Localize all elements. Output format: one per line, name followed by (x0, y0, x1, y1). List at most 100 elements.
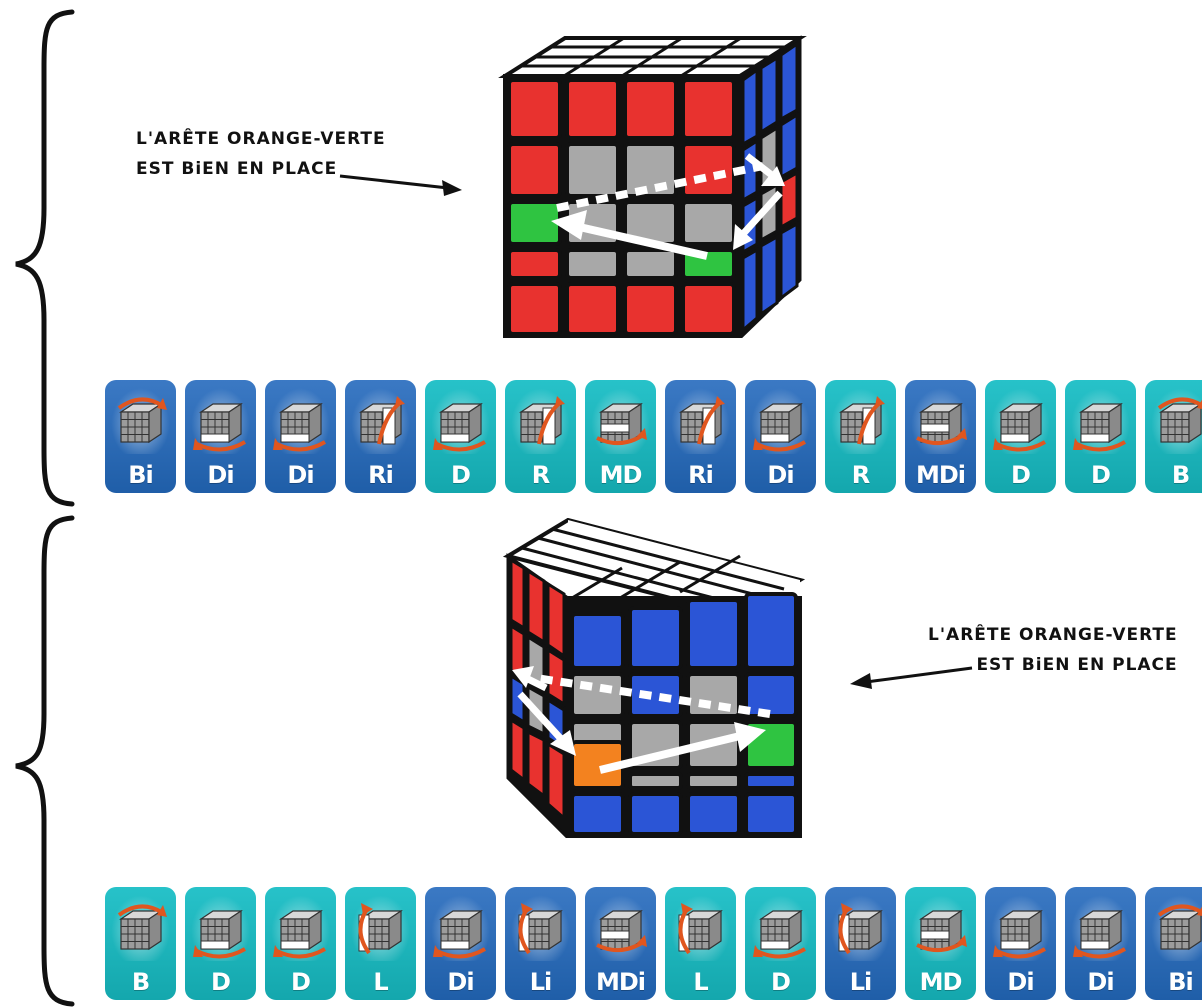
left-turn-icon (678, 903, 723, 955)
move-label: Di (207, 461, 234, 489)
bottom-turn-icon (433, 909, 487, 959)
move-label: MD (919, 968, 963, 996)
bottom-turn-icon (433, 402, 487, 452)
step1-move-card-4: Ri (345, 380, 416, 493)
step2-note-line1: L'ARÊTE ORANGE-VERTE (928, 625, 1178, 645)
top-turn-icon (1157, 904, 1202, 951)
step2-move-card-3: D (265, 887, 336, 1000)
middle-turn-icon (916, 909, 967, 953)
step1-note-line1: L'ARÊTE ORANGE-VERTE (136, 129, 386, 149)
right-turn-icon (359, 396, 405, 445)
right-turn-icon (679, 396, 725, 445)
step1-move-card-6: R (505, 380, 576, 493)
step1-front-face (503, 74, 742, 338)
bottom-turn-icon (193, 909, 247, 959)
step2-cube (502, 518, 806, 838)
move-label: Li (529, 968, 553, 996)
bottom-turn-icon (753, 402, 807, 452)
move-label: MD (599, 461, 643, 489)
move-label: Bi (1168, 968, 1194, 996)
step1-move-card-7: MD (585, 380, 656, 493)
step1-cube (498, 35, 807, 338)
step1-move-card-2: Di (185, 380, 256, 493)
move-label: Di (1087, 968, 1114, 996)
move-label: B (1171, 461, 1190, 489)
step1-move-card-8: Ri (665, 380, 736, 493)
step1-move-card-1: Bi (105, 380, 176, 493)
move-label: L (693, 968, 708, 996)
step2-move-card-7: MDi (585, 887, 656, 1000)
step1-move-card-5: D (425, 380, 496, 493)
middle-turn-icon (596, 402, 647, 446)
move-label: L (373, 968, 388, 996)
step1-note-line2: EST BiEN EN PLACE (136, 159, 338, 179)
step2-move-card-13: Di (1065, 887, 1136, 1000)
step2-front-face (566, 592, 802, 838)
left-brace-step2 (15, 515, 75, 1007)
step1-move-card-14: B (1145, 380, 1202, 493)
step2-move-card-2: D (185, 887, 256, 1000)
middle-turn-icon (596, 909, 647, 953)
step1-move-card-10: R (825, 380, 896, 493)
left-brace-step1 (15, 9, 75, 507)
step1-move-sequence: Bi Di Di Ri D R MD Ri Di R MDi D D B (105, 380, 1202, 493)
right-turn-icon (839, 396, 885, 445)
step1-pointer-arrow (339, 174, 462, 196)
move-label: D (291, 968, 311, 996)
right-turn-icon (519, 396, 565, 445)
move-label: Bi (128, 461, 154, 489)
step1-right-face (738, 35, 802, 338)
bottom-turn-icon (193, 402, 247, 452)
step1-note: L'ARÊTE ORANGE-VERTE EST BiEN EN PLACE (136, 124, 386, 184)
step2-move-card-11: MD (905, 887, 976, 1000)
move-label: B (131, 968, 150, 996)
step2-move-arrows (512, 666, 771, 774)
move-label: D (1091, 461, 1111, 489)
step2-move-card-10: Li (825, 887, 896, 1000)
bottom-turn-icon (273, 909, 327, 959)
move-label: Di (287, 461, 314, 489)
step2-move-card-9: D (745, 887, 816, 1000)
step1-move-card-13: D (1065, 380, 1136, 493)
step1-move-card-11: MDi (905, 380, 976, 493)
move-label: Ri (368, 461, 394, 489)
move-label: Ri (688, 461, 714, 489)
move-label: R (851, 461, 870, 489)
step2-move-card-5: Di (425, 887, 496, 1000)
step2-move-card-6: Li (505, 887, 576, 1000)
move-label: Li (849, 968, 873, 996)
top-turn-icon (1157, 397, 1202, 444)
step2-move-card-12: Di (985, 887, 1056, 1000)
top-turn-icon (117, 904, 167, 951)
left-turn-icon (838, 903, 883, 955)
bottom-turn-icon (993, 909, 1047, 959)
move-label: D (451, 461, 471, 489)
move-label: MDi (595, 968, 646, 996)
step2-left-face (506, 553, 570, 838)
left-turn-icon (518, 903, 563, 955)
step1-move-card-9: Di (745, 380, 816, 493)
step2-top-face (502, 518, 806, 619)
middle-turn-icon (916, 402, 967, 446)
step2-note: L'ARÊTE ORANGE-VERTE EST BiEN EN PLACE (928, 620, 1178, 680)
step1-move-card-12: D (985, 380, 1056, 493)
step2-note-line2: EST BiEN EN PLACE (976, 655, 1178, 675)
move-label: Di (447, 968, 474, 996)
move-label: D (771, 968, 791, 996)
step1-move-arrows (551, 153, 785, 260)
move-label: D (1011, 461, 1031, 489)
step2-pointer-arrow (850, 666, 973, 689)
move-label: R (531, 461, 550, 489)
step1-move-card-3: Di (265, 380, 336, 493)
bottom-turn-icon (1073, 402, 1127, 452)
step2-move-card-4: L (345, 887, 416, 1000)
move-label: MDi (915, 461, 966, 489)
step2-move-card-1: B (105, 887, 176, 1000)
bottom-turn-icon (1073, 909, 1127, 959)
step2-move-card-8: L (665, 887, 736, 1000)
move-label: Di (767, 461, 794, 489)
bottom-turn-icon (273, 402, 327, 452)
top-turn-icon (117, 397, 167, 444)
left-turn-icon (358, 903, 403, 955)
